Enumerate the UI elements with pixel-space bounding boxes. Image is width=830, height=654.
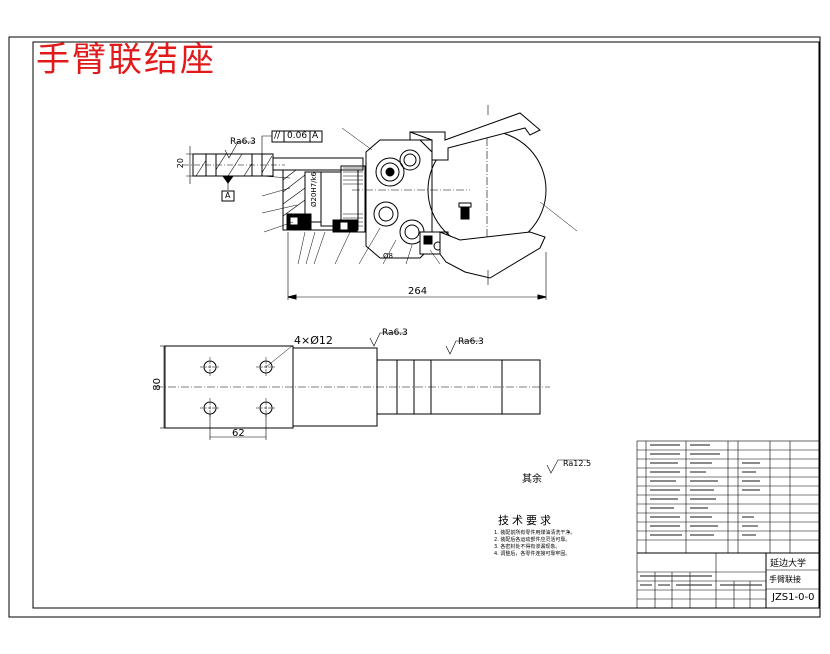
tech-req-line: 1. 装配前所有零件用煤油清洗干净。 [494, 530, 576, 536]
roughness-top-left: Ra6.3 [230, 137, 256, 147]
tech-req-line: 3. 各密封处不得有渗漏现象。 [494, 544, 561, 550]
datum-a-box: A [225, 191, 231, 200]
roughness-rest: Ra12.5 [563, 459, 592, 468]
roughness-rest-label: 其余 [522, 474, 542, 485]
plan-view [155, 332, 588, 474]
title-block [636, 440, 821, 609]
holes-callout: 4×Ø12 [294, 334, 333, 347]
roughness-plan-1: Ra6.3 [382, 328, 408, 338]
dim-height-20: 20 [176, 158, 185, 169]
dim-overall-264: 264 [408, 286, 428, 297]
dim-width-62: 62 [232, 428, 245, 439]
tech-req-heading: 技术要求 [498, 514, 554, 527]
tech-req-list: 1. 装配前所有零件用煤油清洗干净。 2. 装配后各运动部件应灵活可靠。 3. … [494, 530, 575, 558]
assembly-front-view [183, 105, 578, 300]
fit-annotation: Ø20H7/k6 [310, 172, 318, 207]
tech-req-line: 2. 装配后各运动部件应灵活可靠。 [494, 537, 571, 543]
tolerance-symbol: // [274, 131, 281, 141]
roughness-plan-2: Ra6.3 [458, 337, 484, 347]
dim-height-80: 80 [152, 378, 163, 391]
tech-req-line: 4. 调整后，各零件连接可靠牢固。 [494, 551, 571, 557]
title-block-code: JZS1-0-0 [772, 592, 815, 603]
tolerance-datum: A [312, 131, 319, 141]
title-block-school: 延边大学 [770, 559, 807, 569]
tolerance-value: 0.06 [287, 131, 308, 141]
dim-phi-bottom: Ø8 [383, 252, 393, 260]
title-block-drawing-name: 手臂联接 [769, 575, 801, 584]
drawing-title: 手臂联结座 [36, 40, 216, 80]
outer-frame [8, 36, 821, 618]
inner-frame [32, 41, 820, 609]
